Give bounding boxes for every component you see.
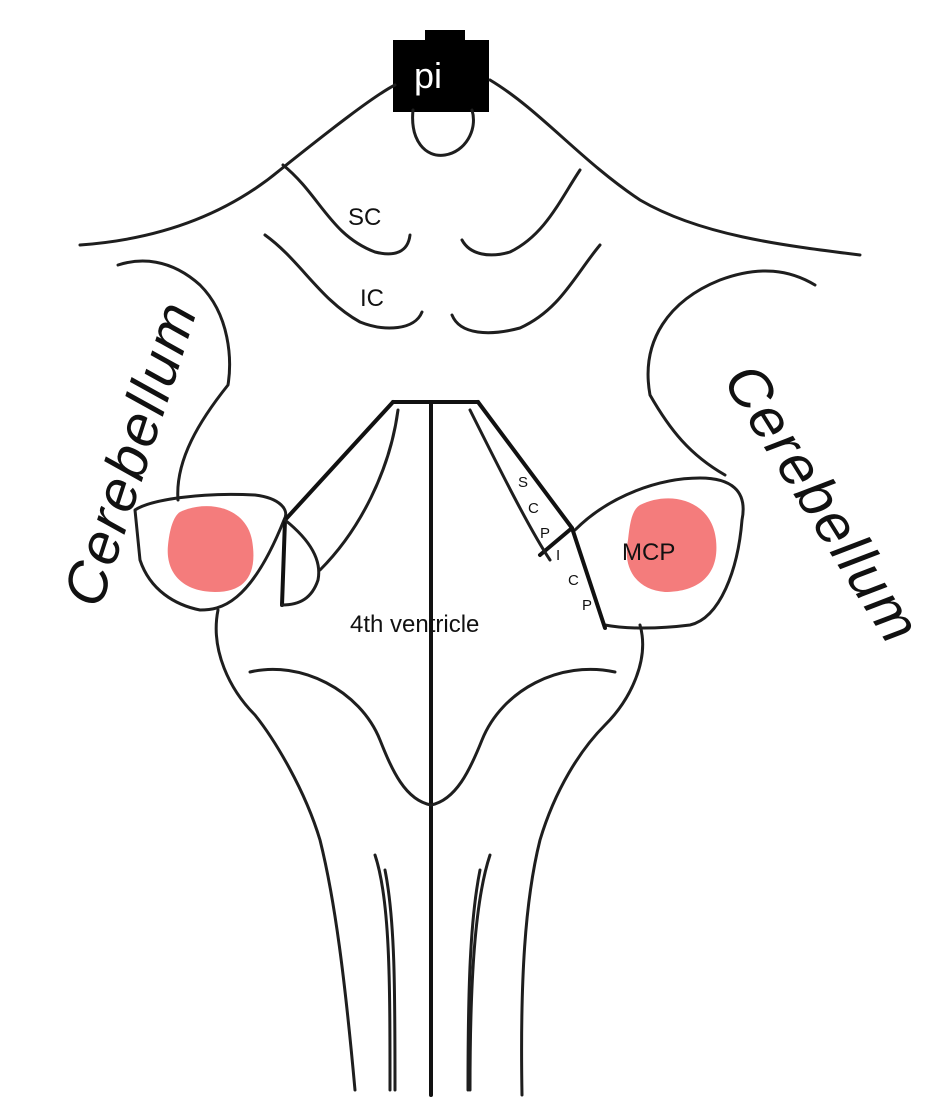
lower-left-outline: [214, 608, 357, 1092]
left-cerebellar-stub: [133, 492, 288, 612]
gracile-left-inner: [383, 868, 397, 1092]
upper-outline-right: [488, 78, 862, 257]
left-lateral-wall: [116, 259, 231, 502]
ventricle-roof-right: [476, 400, 607, 630]
inferior-colliculus-right: [450, 243, 602, 335]
superior-colliculus-label: SC: [348, 204, 381, 231]
scp-letter-p: P: [540, 525, 550, 542]
scp-letter-c: C: [528, 500, 539, 517]
pineal-body: [411, 108, 475, 157]
inferior-colliculus-left: [263, 233, 424, 330]
cerebellum-right-label: Cerebellum: [711, 352, 934, 655]
pineal-label-box: pi: [393, 30, 489, 112]
scp-letter-s: S: [518, 474, 528, 491]
superior-colliculus-right: [460, 168, 582, 257]
mcp-label: MCP: [622, 539, 675, 566]
gracile-right: [468, 853, 492, 1092]
fourth-ventricle-label: 4th ventricle: [350, 611, 479, 638]
upper-outline-left: [78, 83, 397, 247]
obex-curve: [248, 667, 617, 807]
right-highlight-marker: [626, 498, 717, 592]
ventricle-roof-left: [280, 400, 395, 607]
inferior-colliculus-label: IC: [360, 285, 384, 312]
icp-letter-c: C: [568, 572, 579, 589]
icp-letter-p: P: [582, 597, 592, 614]
pineal-label: pi: [414, 55, 442, 96]
right-cerebellar-stub: [573, 476, 745, 630]
inner-ventricle-left: [318, 408, 400, 572]
left-highlight-marker: [167, 506, 254, 592]
gracile-right-inner: [466, 868, 482, 1092]
right-lateral-wall: [646, 269, 817, 477]
gracile-left: [373, 853, 392, 1092]
left-peduncle-curve: [280, 518, 321, 607]
superior-colliculus-left: [281, 163, 412, 256]
inner-ventricle-right: [468, 408, 552, 562]
cerebellum-right-text: Cerebellum: [711, 352, 934, 655]
lower-right-outline: [520, 623, 645, 1097]
icp-letter-i: I: [556, 547, 560, 564]
